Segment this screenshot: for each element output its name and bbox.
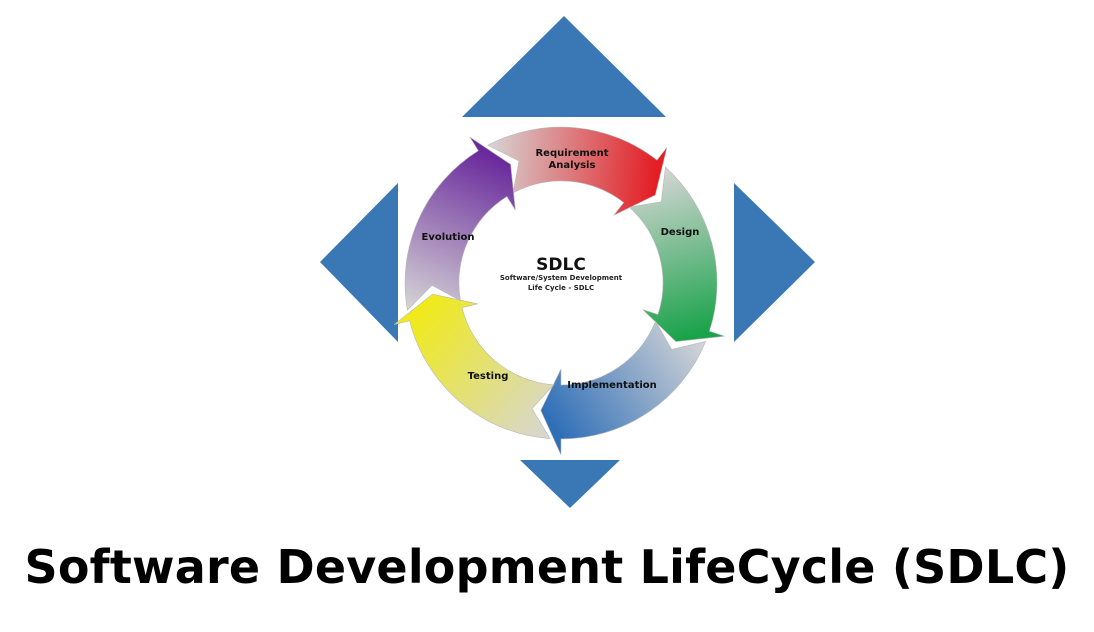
phase-label-line: Implementation	[567, 380, 657, 391]
phase-label-line: Design	[661, 227, 700, 238]
down-arrow-icon	[520, 460, 620, 508]
left-arrow-icon	[320, 183, 398, 342]
right-arrow-icon	[734, 183, 815, 342]
center-subtitle-line1: Software/System Development	[500, 274, 623, 282]
up-arrow-icon	[462, 16, 666, 117]
center-heading: SDLC	[536, 255, 586, 275]
phase-label-line: Analysis	[549, 160, 596, 171]
page-title: Software Development LifeCycle (SDLC)	[24, 540, 1070, 594]
phase-arrow-segment	[628, 166, 725, 342]
phase-label: Testing	[468, 371, 509, 382]
phase-label-line: Testing	[468, 371, 509, 382]
phase-label-line: Evolution	[422, 232, 475, 243]
phase-arrow-segment	[404, 136, 516, 311]
phase-label: Implementation	[567, 380, 657, 391]
center-subtitle-line2: Life Cycle - SDLC	[528, 284, 594, 292]
phase-arrow-segment	[393, 293, 555, 439]
phase-label: Design	[661, 227, 700, 238]
phase-label: Evolution	[422, 232, 475, 243]
phase-arrow-segment	[540, 320, 707, 456]
phase-arrow-segment	[487, 126, 668, 216]
phase-label-line: Requirement	[535, 148, 608, 159]
sdlc-cycle-ring	[393, 126, 725, 456]
